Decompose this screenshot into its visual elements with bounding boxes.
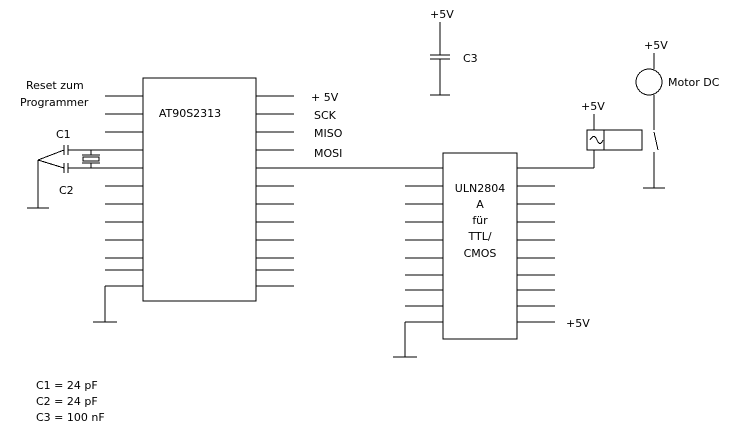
c2-label: C2 [59, 184, 74, 197]
mcu-left-pins [105, 95, 143, 287]
driver-uln2804a: ULN2804 A für TTL/ CMOS [393, 152, 590, 358]
uln-vcc-label: +5V [566, 317, 590, 330]
driver-label-line4: TTL/ [467, 230, 491, 243]
relay-coil-icon [589, 136, 604, 144]
c3-decoupling: +5V C3 [430, 8, 478, 96]
motor-icon [635, 68, 663, 96]
relay-vcc-label: +5V [581, 100, 605, 113]
motor-vcc-label: +5V [644, 39, 668, 52]
pin-label-sck: SCK [314, 109, 337, 122]
driver-right-pins [517, 167, 555, 323]
motor-label: Motor DC [668, 76, 720, 89]
pin-label-mosi: MOSI [314, 147, 342, 160]
relay-coil-box [586, 129, 643, 151]
driver-label-line5: CMOS [464, 247, 497, 260]
mcu-body [142, 77, 257, 302]
motor-circuit: +5V Motor DC [635, 39, 720, 189]
relay-contact-icon [653, 131, 659, 151]
driver-label-line1: ULN2804 [455, 182, 505, 195]
note-c1: C1 = 24 pF [36, 379, 98, 392]
component-notes: C1 = 24 pF C2 = 24 pF C3 = 100 nF [36, 379, 105, 424]
driver-body [442, 152, 518, 340]
reset-label-line1: Reset zum [26, 79, 84, 92]
c1-label: C1 [56, 128, 71, 141]
crystal [82, 150, 100, 168]
driver-label-line2: A [476, 198, 484, 211]
driver-left-pins [405, 167, 443, 323]
mcu-ground [93, 286, 117, 323]
pin-label-miso: MISO [314, 127, 343, 140]
mcu-at90s2313: AT90S2313 [93, 77, 343, 323]
c3-vcc-label: +5V [430, 8, 454, 21]
mcu-right-pins [256, 95, 294, 287]
note-c3: C3 = 100 nF [36, 411, 105, 424]
c3-label: C3 [463, 52, 478, 65]
pin-label-vcc: + 5V [311, 91, 339, 104]
relay: +5V [581, 100, 643, 151]
note-c2: C2 = 24 pF [36, 395, 98, 408]
reset-label-line2: Programmer [20, 96, 89, 109]
crystal-circuit: C1 C2 [27, 128, 105, 209]
mcu-part-label: AT90S2313 [159, 107, 221, 120]
driver-label-line3: für [472, 214, 488, 227]
driver-ground [393, 322, 417, 358]
